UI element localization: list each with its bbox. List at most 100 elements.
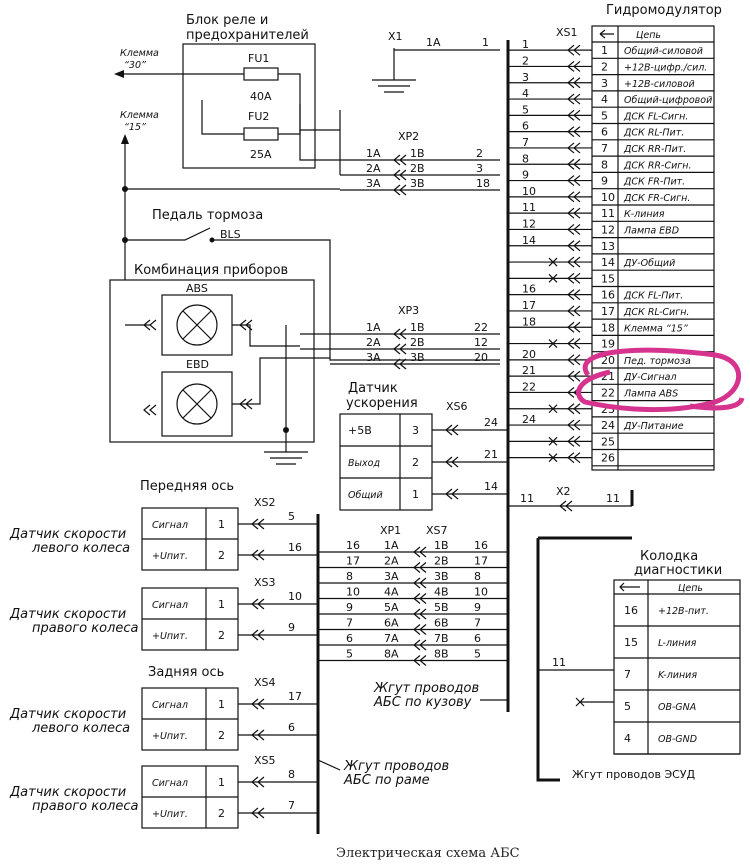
modulator-title: Гидромодулятор: [606, 3, 722, 18]
modulator-pin-wire-num: 8: [522, 152, 529, 165]
modulator-pin-label: ДУ-Сигнал: [623, 372, 677, 383]
xp2-wire-num: 2: [476, 147, 483, 160]
connector-symbol-icon: [619, 582, 640, 592]
modulator-pin-number: 7: [601, 142, 608, 155]
sensor-grid: [142, 766, 238, 828]
sensor-signal: +Uпит.: [152, 551, 188, 562]
connector-chevron-icon: [567, 370, 581, 382]
terminal-15-arrow-icon: [121, 134, 129, 144]
sensor-signal: Сигнал: [152, 778, 188, 789]
modulator-pin-number: 18: [601, 321, 615, 334]
connector-chevron-icon: [567, 289, 581, 301]
ground-icon: [264, 430, 308, 465]
fu1-label: FU1: [248, 52, 269, 65]
connector-chevron-icon: [413, 546, 427, 558]
modulator-header: Цепь: [636, 30, 661, 41]
sensor-label-2: левого колеса: [31, 721, 130, 736]
sensor-pin: 2: [218, 549, 225, 562]
modulator-pin-label: К-линия: [624, 209, 665, 220]
abs-lamp-cross: [182, 310, 212, 340]
modulator-pin-number: 16: [601, 289, 615, 302]
modulator-pin-label: Пед. тормоза: [624, 356, 691, 367]
xs6-label: XS6: [446, 400, 468, 413]
modulator-pin-number: 19: [601, 338, 615, 351]
modulator-pin-number: 2: [601, 60, 608, 73]
xp3-connector: XP3 1A 1B 22 2A 2B 12 3A 3B 20: [300, 304, 500, 370]
connector-chevron-icon: [413, 577, 427, 589]
xp3-pin-b: 2B: [410, 336, 425, 349]
xp-row-left-num: 8: [346, 570, 353, 583]
xp-row-left-num: 9: [346, 601, 353, 614]
sensor-signal: Сигнал: [152, 700, 188, 711]
connector-chevron-icon: [567, 109, 581, 121]
xp2-pin-a: 2A: [366, 162, 381, 175]
modulator-pin-wire-num: 10: [522, 185, 536, 198]
sensor-grid: [142, 688, 238, 750]
accel-pin: 1: [412, 488, 419, 501]
modulator-pin-wire-num: 21: [522, 364, 536, 377]
connector-chevron-icon: [567, 272, 581, 284]
xp-bus-sides: [317, 546, 509, 664]
xp3-pin-a: 2A: [366, 336, 381, 349]
xp3-pin-b: 1B: [410, 321, 425, 334]
diag-pin-number: 15: [624, 636, 638, 649]
xp2-pin-b: 2B: [410, 162, 425, 175]
sensor-signal: +Uпит.: [152, 631, 188, 642]
body-harness-label-2: АБС по кузову: [373, 695, 472, 710]
xp1-pin: 5A: [384, 601, 399, 614]
xs7-pin: 3B: [434, 570, 449, 583]
terminal-30-arrow-icon: [114, 70, 124, 78]
sensor-connector-label: XS2: [254, 496, 276, 509]
accel-wire-num: 24: [484, 416, 498, 429]
connector-chevron-icon: [567, 419, 581, 431]
diag-pin-label: L-линия: [658, 638, 697, 649]
connector-chevron-icon: [567, 321, 581, 333]
accel-sensor: Датчик ускорения XS6 +5B 3 24 Выход 2 21…: [339, 381, 508, 511]
modulator-pin-wire-num: 17: [522, 299, 536, 312]
diag-header: Цепь: [678, 583, 703, 594]
modulator-pin-number: 12: [601, 223, 615, 236]
diag-pin-number: 4: [624, 732, 631, 745]
modulator-pin-label: Клемма “15”: [624, 323, 688, 334]
accel-signal: Выход: [348, 458, 380, 469]
xp-row-right-num: 6: [474, 632, 481, 645]
xp3-pin-a: 3A: [366, 351, 381, 364]
xp-row-left-num: 7: [346, 617, 353, 630]
diag-title-1: Колодка: [640, 549, 698, 564]
modulator-frame: [591, 25, 715, 471]
xp-row-right-num: 10: [474, 586, 488, 599]
connector-chevron-icon: [567, 60, 581, 72]
frame-harness-leader: [317, 759, 341, 771]
xp-row-left-num: 6: [346, 632, 353, 645]
modulator-pin-number: 26: [601, 452, 615, 465]
connector-chevron-icon: [567, 126, 581, 138]
xp2-wire-num: 18: [476, 177, 490, 190]
modulator-pin-label: ДУ-Питание: [623, 421, 684, 432]
xp3-wire-num: 12: [474, 336, 488, 349]
accel-title-2: ускорения: [346, 396, 418, 411]
sensor-pin: 1: [218, 598, 225, 611]
accel-signal: +5B: [348, 424, 372, 437]
sensor-wire-num: 9: [288, 621, 295, 634]
diag-pin-label: OB-GND: [658, 734, 697, 745]
diag-grid: [614, 580, 740, 754]
diag-pin-number: 7: [624, 668, 631, 681]
modulator-pin-wire-num: 6: [522, 120, 529, 133]
sensor-wire-num: 6: [288, 721, 295, 734]
modulator-pin-number: 5: [601, 109, 608, 122]
modulator-pin-number: 15: [601, 272, 615, 285]
body-harness-label-1: Жгут проводов: [373, 681, 479, 696]
xp1-pin: 6A: [384, 617, 399, 630]
accel-pin: 3: [412, 424, 419, 437]
xs7-pin: 1B: [434, 539, 449, 552]
connector-chevron-icon: [567, 256, 581, 268]
unused-pin-icon: [548, 404, 558, 414]
xs1-label: XS1: [556, 26, 578, 39]
sensor-label-2: левого колеса: [31, 541, 130, 556]
sensor-label-1: Датчик скорости: [9, 785, 126, 800]
modulator-pin-label: ДСК RR-Пит.: [623, 144, 686, 155]
